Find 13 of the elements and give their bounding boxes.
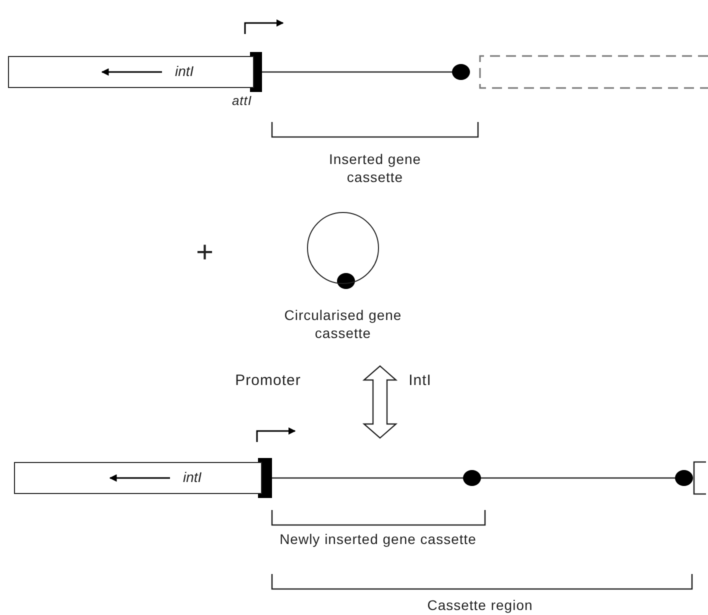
gene-box <box>8 56 254 88</box>
gene-name: intI <box>183 469 202 485</box>
bracket-label: Cassette region <box>426 596 534 614</box>
bracket-label: Inserted gene cassette <box>328 150 422 186</box>
gene-box <box>14 462 262 494</box>
site-label: attI <box>230 92 254 110</box>
plus-sign: + <box>194 238 216 268</box>
promoter-label: Promoter <box>234 372 302 390</box>
circular-cassette <box>307 212 379 284</box>
node-label: Circularised gene cassette <box>283 306 403 342</box>
bracket-label: Newly inserted gene cassette <box>278 530 478 548</box>
gene-name: intI <box>175 63 194 79</box>
enzyme-label: IntI <box>408 372 432 390</box>
